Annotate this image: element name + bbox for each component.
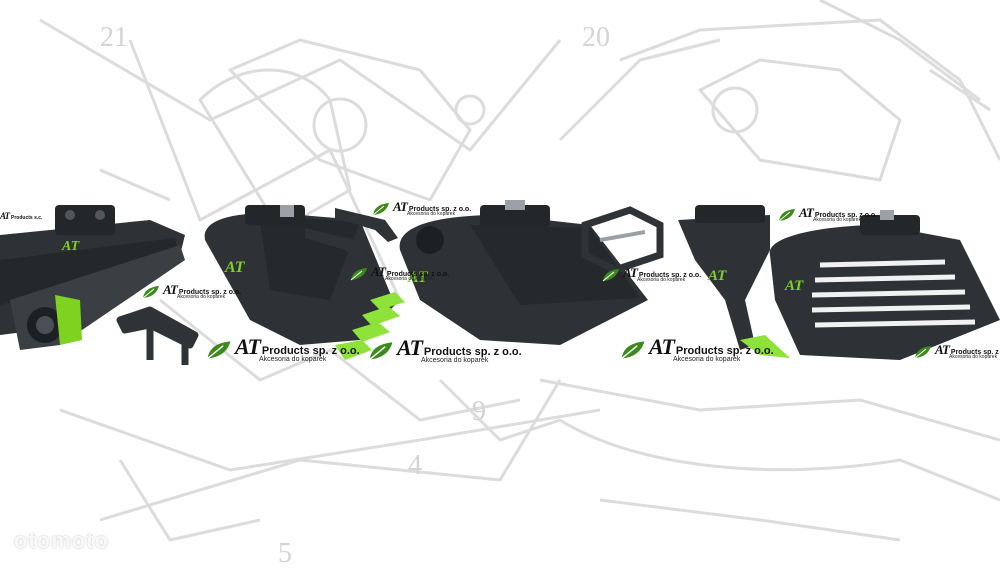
leaf-icon (142, 285, 159, 298)
leaf-icon (207, 340, 231, 359)
brand-company: Products sp. z o.o. (950, 349, 1000, 356)
leaf-icon (914, 345, 931, 358)
quick-coupler-frame (116, 306, 199, 365)
brand-name: AT (393, 199, 408, 214)
brand-name: AT (371, 264, 386, 279)
leaf-icon (372, 202, 389, 215)
adapter-frame (581, 206, 664, 274)
brand-tagline: Akcesoria do koparek (385, 276, 434, 282)
brand-tagline: Akcesoria do koparek (407, 211, 456, 217)
coupler-hooks (305, 208, 398, 262)
brand-logo: AT Products s.c. (0, 212, 42, 221)
leaf-icon (778, 208, 795, 221)
brand-company: Products sp. z o.o. (261, 345, 360, 357)
skeleton-riddle-bucket: AT (769, 210, 1000, 360)
svg-text:AT: AT (784, 278, 804, 294)
brand-tagline: Akcesoria do koparek (813, 217, 862, 223)
brand-name: AT (163, 282, 178, 297)
background-technical-drawing (39, 0, 1000, 542)
brand-company: Products sp. z o.o. (408, 206, 472, 213)
brand-company: Products sp. z o.o. (638, 272, 702, 279)
site-watermark: otomoto (14, 528, 109, 553)
brand-company: Products s.c. (11, 215, 43, 221)
svg-text:AT: AT (61, 239, 81, 254)
brand-tagline: Akcesoria do koparek (177, 294, 226, 300)
brand-company: Products sp. z o.o. (423, 346, 522, 358)
brand-name: AT (0, 211, 10, 221)
leaf-icon (621, 340, 645, 359)
svg-text:AT: AT (224, 259, 246, 276)
drawing-number-9: 9 (472, 396, 486, 427)
brand-tagline: Akcesoria do koparek (421, 357, 489, 364)
brand-company: Products sp. z o.o. (675, 345, 774, 357)
single-ripper-tooth: AT (678, 205, 790, 358)
brand-company: Products sp. z o.o. (814, 212, 878, 219)
leaf-icon (369, 341, 393, 360)
drawing-number-21: 21 (100, 22, 128, 53)
tilt-rotator-attachment: AT (0, 205, 185, 350)
brand-tagline: Akcesoria do koparek (259, 356, 327, 363)
brand-name: AT (799, 205, 814, 220)
brand-tagline: Akcesoria do koparek (673, 356, 741, 363)
drawing-number-5: 5 (278, 538, 292, 569)
brand-tagline: Akcesoria do koparek (637, 277, 686, 283)
svg-text:AT: AT (707, 268, 727, 284)
brand-name: AT (397, 335, 423, 360)
drawing-number-4: 4 (408, 450, 422, 481)
leaf-icon (602, 268, 619, 281)
brand-name: AT (623, 265, 638, 280)
brand-company: Products sp. z o.o. (386, 271, 450, 278)
brand-name: AT (935, 342, 950, 357)
brand-tagline: Akcesoria do koparek (949, 354, 998, 360)
brand-name: AT (649, 334, 675, 359)
drawing-number-20: 20 (582, 22, 610, 53)
svg-text:AT: AT (407, 269, 429, 286)
brand-name: AT (235, 334, 261, 359)
brand-company: Products sp. z o.o. (178, 289, 242, 296)
leaf-icon (350, 267, 367, 280)
